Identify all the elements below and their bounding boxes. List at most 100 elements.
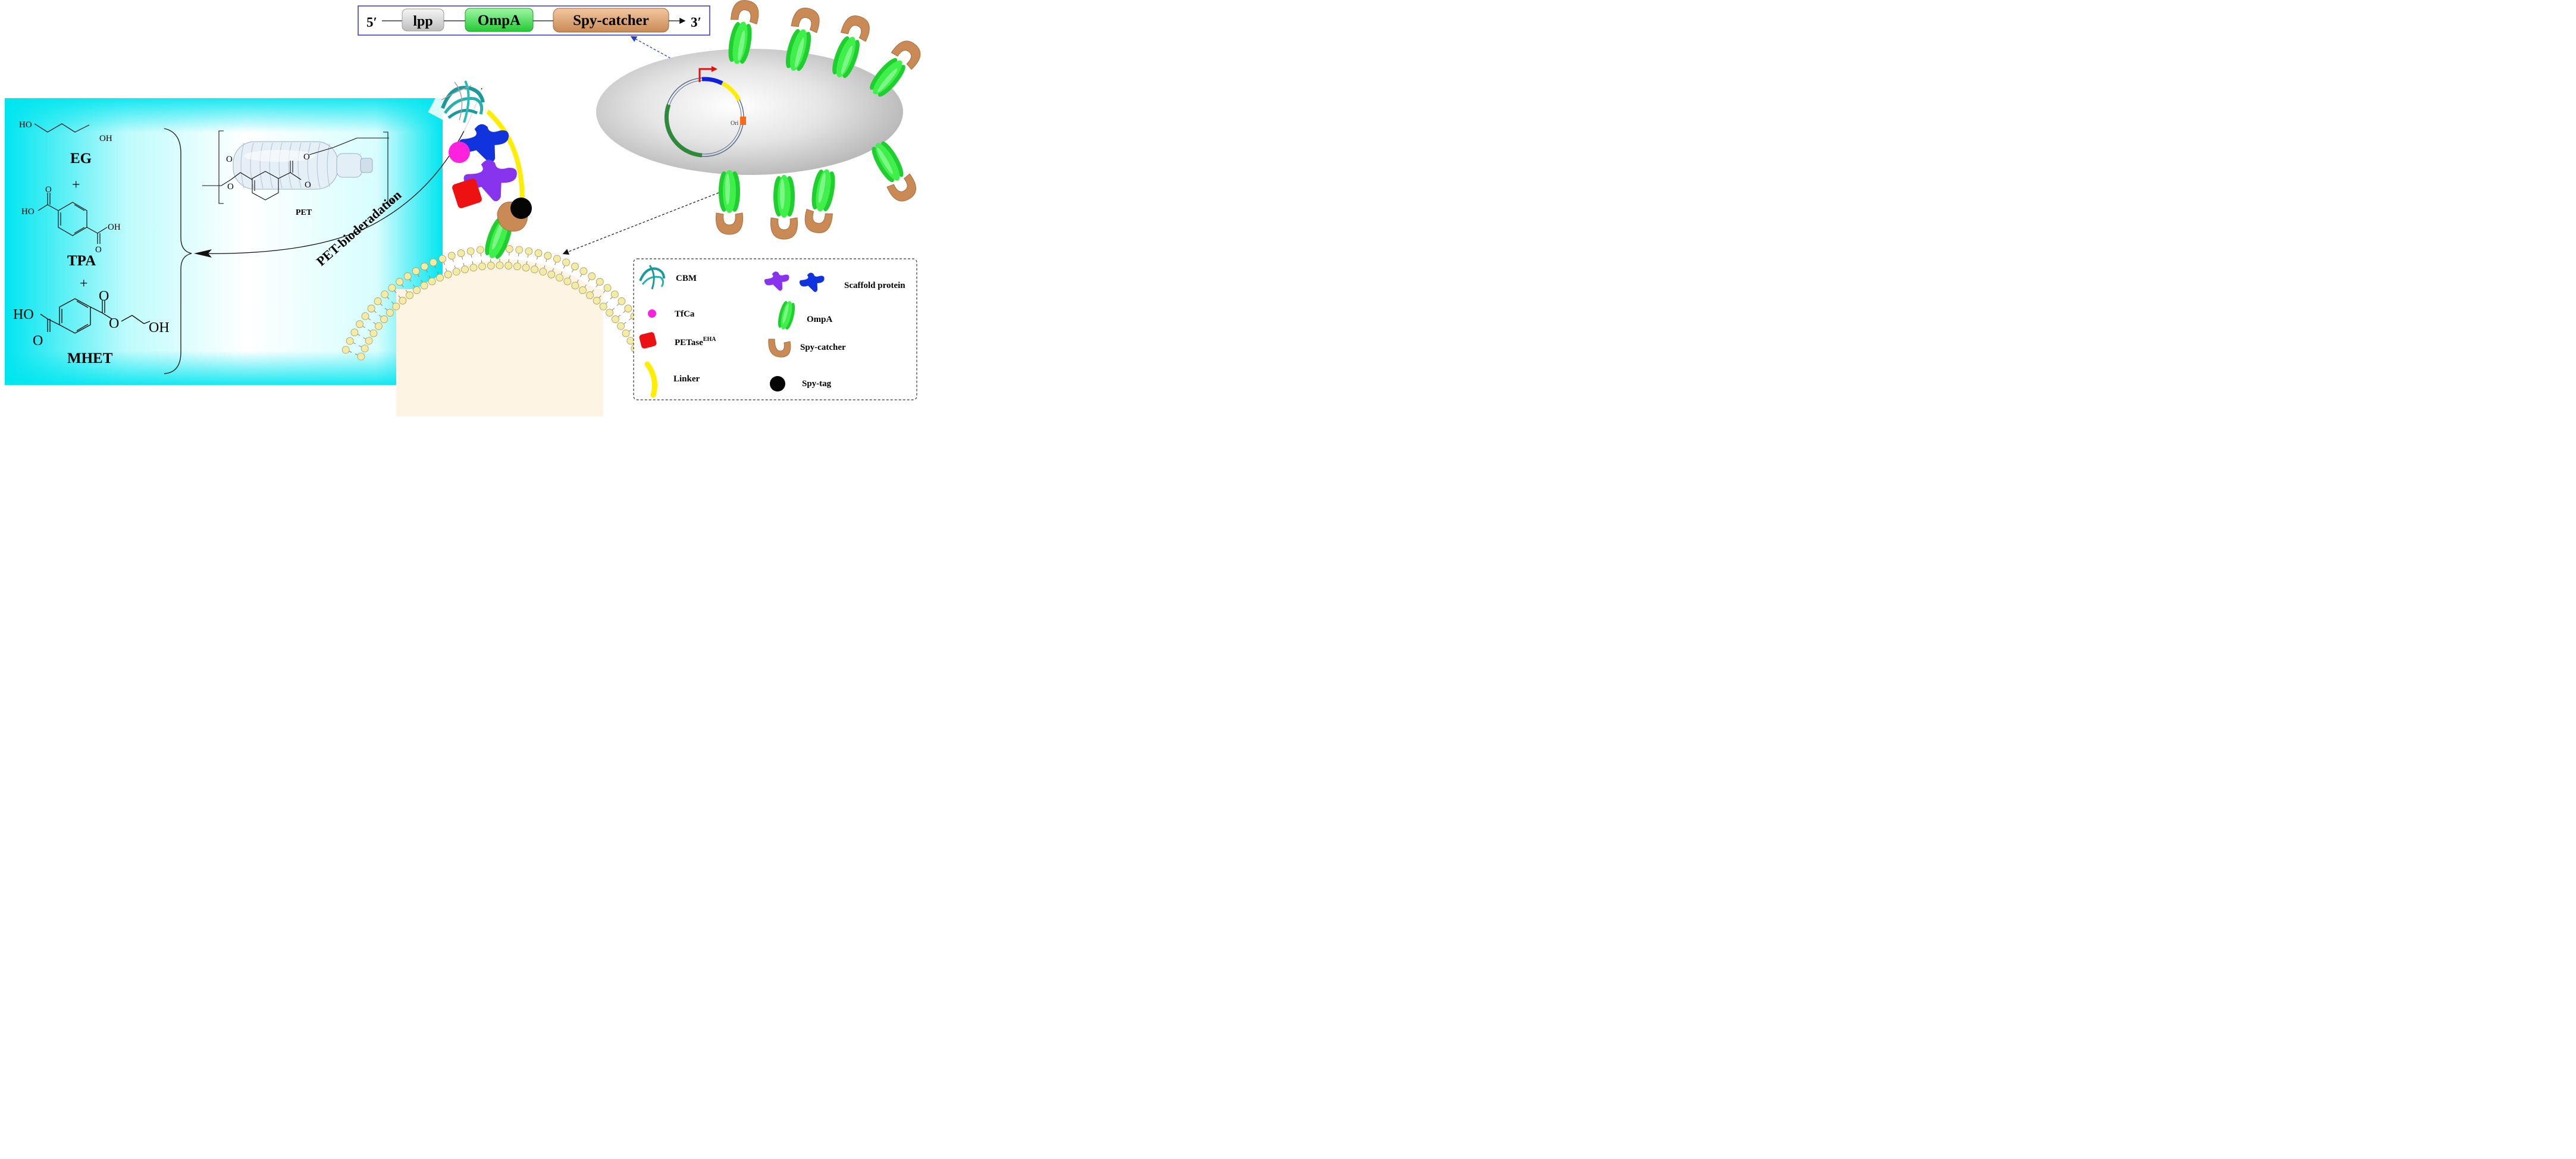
legend-linker-label: Linker [673,374,700,384]
lipid-head [350,328,359,337]
cell-to-surface-link [562,192,719,255]
tpa-structure [37,193,108,244]
eg-name: EG [70,151,92,167]
lipid-head [466,247,475,255]
mhet-o-bottom: O [33,333,43,349]
spy-catcher [791,7,820,33]
spy-catcher [841,15,870,42]
cell-surface [341,245,658,416]
eg-ho-label: HO [19,120,32,130]
lipid-head [593,296,601,305]
lipid-head [369,329,378,337]
lipid-head [539,268,547,276]
lipid-head [357,352,365,361]
gene-construct: 5′ lpp OmpA Spy-catcher 3′ [358,5,710,36]
lipid-head [571,262,579,271]
cell-anchor [770,175,798,240]
tpa-oh-label: OH [108,223,121,232]
lipid-head [606,309,614,317]
legend-spytag-label: Spy-tag [802,379,832,389]
pet-o-2: O [227,182,234,192]
lipid-head [341,346,350,354]
lipid-head [534,249,543,257]
mhet-o-ester: O [109,316,119,331]
legend-scaffold-label: Scaffold protein [844,281,905,290]
degradation-arrowhead [194,249,212,258]
legend-ompa-label: OmpA [807,315,833,324]
lipid-head [626,337,635,345]
lipid-head [562,258,570,267]
legend-spytag-icon [770,376,785,391]
lipid-head [403,272,412,280]
lipid-head [496,261,504,270]
lipid-head [579,286,587,295]
eg-structure [34,123,90,133]
construct-spycatcher-label: Spy-catcher [573,12,649,29]
legend-cbm-icon [639,265,665,290]
lipid-head [547,270,556,278]
lipid-head [420,281,428,290]
lipid-head [563,277,572,286]
lipid-head [386,309,394,317]
legend-petase-label: PETaseEHA [675,336,716,347]
lipid-head [452,268,460,276]
products-panel [5,98,443,385]
spy-catcher [886,173,917,202]
lipid-head [421,262,428,271]
tpa-o-bottom: O [95,245,102,255]
lipid-head [406,291,413,299]
lipid-bilayer [341,245,658,361]
surface-complex [428,72,532,262]
lipid-head [579,267,588,275]
lipid-head [457,249,465,257]
construct-lpp-box [402,8,444,32]
lipid-head [596,278,604,286]
lipid-head [478,262,486,271]
lipid-head [599,302,607,311]
spy-catcher [770,217,798,240]
lipid-head [504,262,513,270]
lipid-head [618,297,626,305]
lipid-head [612,315,619,323]
construct-ompa-box [465,8,534,32]
lipid-head [388,284,396,292]
plasmid: Ori [664,66,746,158]
lipid-head [531,265,538,274]
lipid-head [413,286,421,295]
construct-3prime: 3′ [691,15,701,30]
legend-petase-icon [639,332,657,349]
lipid-head [367,305,375,312]
lipid-head [361,312,369,320]
pet-o-3: O [303,152,310,162]
cell-anchor [828,15,870,81]
plus-sign-1: + [72,177,80,193]
legend-spycatcher-label: Spy-catcher [800,343,846,352]
cell-anchor [782,7,820,74]
spy-catcher [804,208,833,233]
lipid-head [444,270,452,278]
construct-spycatcher-box [553,8,669,33]
lipid-head [556,274,563,282]
legend-tfca-icon [648,309,656,318]
figure-canvas: HO OH EG + O HO OH O TPA + [0,0,933,419]
lipid-head [505,245,513,253]
cbm-domain [428,72,496,137]
lipid-head [399,296,407,305]
legend-linker-icon [644,361,657,398]
construct-5prime: 5′ [366,15,377,30]
construct-lpp-label: lpp [413,14,433,29]
lipid-head [436,274,444,282]
lipid-head [381,290,389,299]
lipid-head [476,246,484,254]
lipid-head [588,272,596,280]
tpa-name: TPA [67,253,96,269]
mhet-ho-label: HO [13,307,34,322]
lipid-head [487,262,495,270]
lipid-head [428,277,436,286]
cell-anchor [804,167,838,233]
lipid-head [461,265,469,274]
tpa-o-top: O [45,185,52,195]
lipid-head [392,302,400,311]
lipid-head [396,278,404,286]
lipid-head [346,337,354,345]
